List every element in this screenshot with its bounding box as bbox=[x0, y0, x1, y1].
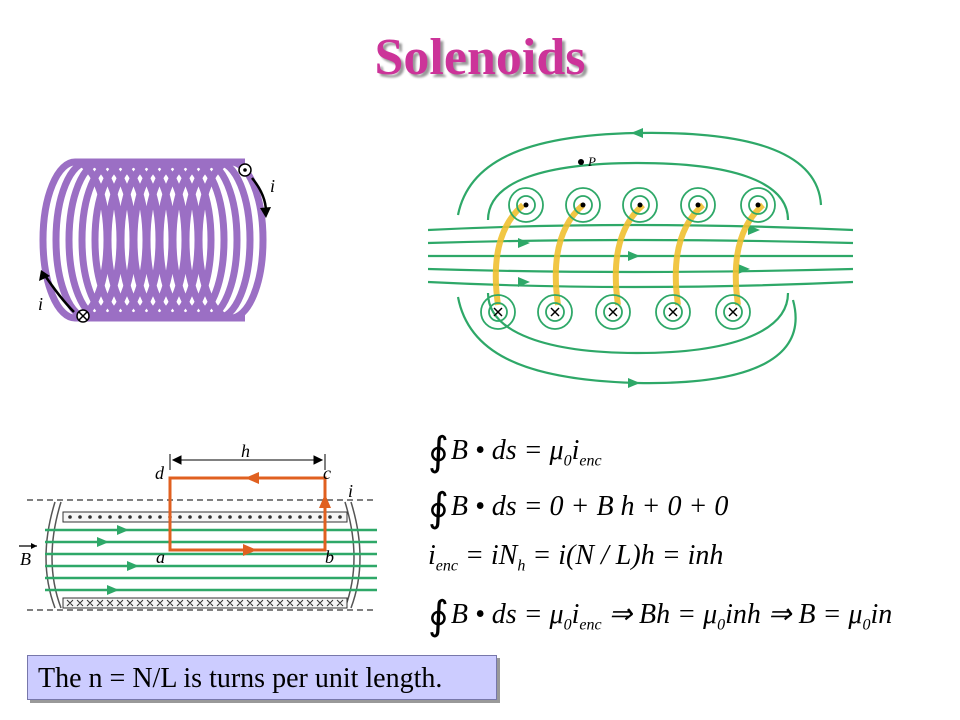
out-of-page-symbol bbox=[238, 163, 252, 177]
eq3-text2: = i(N / L)h = inh bbox=[525, 540, 724, 571]
top-wire-loops bbox=[508, 187, 776, 223]
loop-integral-symbol: ∮ bbox=[428, 485, 449, 530]
wire-turns bbox=[492, 202, 766, 306]
loop-integral-symbol: ∮ bbox=[428, 593, 449, 638]
eq3-i: i bbox=[428, 540, 436, 571]
eq4-lhs: B • ds = bbox=[450, 599, 543, 630]
eq2-rhs: 0 + B h + 0 + 0 bbox=[549, 491, 729, 522]
equation-1: ∮B • ds = μ0ienc bbox=[428, 428, 602, 475]
eq4-mu-3: μ bbox=[848, 599, 863, 630]
field-lines-figure: P bbox=[428, 128, 854, 388]
wire-dots bbox=[523, 202, 761, 208]
h-label: h bbox=[241, 441, 250, 461]
bottom-conductor-row bbox=[62, 597, 348, 609]
eq4-sub0-3: 0 bbox=[862, 616, 871, 634]
eq3-text1: = iN bbox=[457, 540, 518, 571]
amperian-loop bbox=[168, 472, 331, 556]
eq4-mid2: inh ⇒ B = bbox=[725, 599, 849, 630]
current-arrow-bottom bbox=[42, 273, 75, 313]
bottom-wire-loops bbox=[480, 294, 751, 330]
c-label: c bbox=[323, 463, 331, 483]
bottom-cross-markers bbox=[66, 599, 344, 607]
eq1-mu: μ bbox=[549, 435, 564, 466]
b-vector-label: B bbox=[20, 549, 31, 569]
coil-turns bbox=[39, 158, 267, 322]
wire-crosses bbox=[493, 307, 738, 317]
current-label-top: i bbox=[270, 176, 275, 196]
equation-3: ienc = iNh = i(N / L)h = inh bbox=[428, 540, 723, 576]
eq4-mu: μ bbox=[549, 599, 564, 630]
eq4-i: i bbox=[571, 599, 580, 630]
equation-2: ∮B • ds = 0 + B h + 0 + 0 bbox=[428, 484, 728, 531]
field-arrows bbox=[518, 128, 760, 388]
into-page-symbol bbox=[76, 309, 90, 323]
eq1-sub-enc: enc bbox=[579, 452, 602, 470]
loop-integral-symbol: ∮ bbox=[428, 429, 449, 474]
current-label-bottom: i bbox=[38, 294, 43, 314]
i-label: i bbox=[348, 481, 353, 501]
section-outline bbox=[27, 499, 377, 611]
a-label: a bbox=[156, 547, 165, 567]
point-p-label: P bbox=[587, 154, 596, 169]
eq3-sub-h: h bbox=[517, 557, 526, 575]
eq4-sub0: 0 bbox=[563, 616, 572, 634]
eq4-sub-enc: enc bbox=[579, 616, 602, 634]
eq3-sub-enc: enc bbox=[435, 557, 458, 575]
eq4-end: in bbox=[870, 599, 893, 630]
top-conductor-row bbox=[62, 511, 348, 523]
eq4-mu-2: μ bbox=[703, 599, 718, 630]
eq4-sub0-2: 0 bbox=[717, 616, 726, 634]
eq1-sub0: 0 bbox=[563, 452, 572, 470]
coil-figure: i i bbox=[38, 158, 275, 323]
b-label: b bbox=[325, 547, 334, 567]
slide-title: Solenoids bbox=[374, 29, 586, 86]
eq4-mid: ⇒ Bh = bbox=[601, 599, 704, 630]
equation-4: ∮B • ds = μ0ienc ⇒ Bh = μ0inh ⇒ B = μ0in bbox=[428, 592, 892, 639]
top-dot-markers bbox=[68, 515, 342, 519]
d-label: d bbox=[155, 463, 165, 483]
point-p-dot bbox=[578, 159, 584, 165]
eq1-lhs: B • ds = bbox=[450, 435, 543, 466]
field-lines bbox=[428, 131, 854, 385]
b-field-arrows bbox=[97, 525, 139, 595]
eq2-lhs: B • ds = bbox=[450, 491, 543, 522]
cross-section-figure: h d c a b i B bbox=[19, 441, 377, 611]
eq1-i: i bbox=[571, 435, 580, 466]
turns-per-length-note: The n = N/L is turns per unit length. bbox=[27, 655, 497, 700]
h-dimension bbox=[169, 454, 326, 470]
